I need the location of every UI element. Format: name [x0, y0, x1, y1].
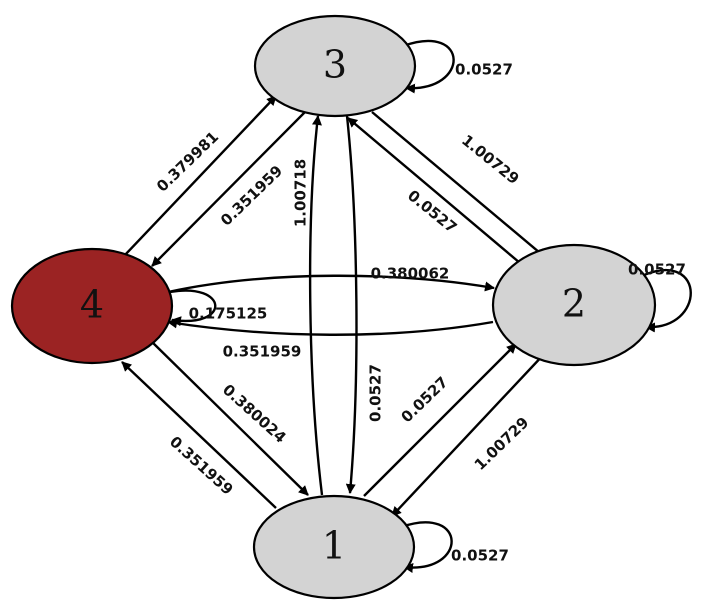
node-1-label: 1 [322, 524, 346, 568]
edge-3-to-3 [402, 39, 455, 94]
edge-label-4-to-2: 0.380062 [371, 265, 450, 283]
node-3-label: 3 [323, 43, 347, 87]
edge-4-to-1 [149, 339, 309, 496]
edge-3-to-1 [345, 115, 358, 494]
edge-1-to-3 [308, 115, 324, 496]
edge-1-to-1 [400, 521, 453, 573]
edge-label-3-to-1: 0.0527 [367, 364, 385, 422]
edge-label-1-to-1: 0.0527 [451, 547, 509, 565]
node-4-label: 4 [80, 283, 104, 327]
edge-3-to-2 [371, 111, 547, 259]
edge-2-to-2 [643, 268, 692, 333]
node-1-shape [252, 494, 416, 600]
edge-label-3-to-2: 1.00729 [458, 131, 522, 188]
node-4-shape [10, 247, 174, 365]
edge-label-3-to-4: 0.351959 [217, 162, 286, 230]
edge-label-1-to-2: 0.0527 [398, 373, 452, 426]
edge-label-1-to-4: 0.351959 [166, 433, 237, 499]
node-2: 2 [491, 243, 657, 367]
node-4: 4 [10, 247, 174, 365]
node-2-label: 2 [562, 282, 586, 326]
edge-label-2-to-2: 0.0527 [628, 261, 686, 279]
edge-2-to-3 [347, 117, 521, 264]
edge-1-to-2 [363, 343, 517, 497]
edges-layer [121, 39, 692, 573]
node-1: 1 [252, 494, 416, 600]
edge-2-to-4 [167, 318, 494, 336]
node-2-shape [491, 243, 657, 367]
edge-label-4-to-1: 0.380024 [219, 381, 290, 447]
edge-label-2-to-3: 0.0527 [404, 186, 460, 236]
node-3: 3 [253, 14, 417, 118]
edge-2-to-1 [391, 351, 547, 517]
edge-4-to-2 [167, 274, 495, 294]
nodes-layer: 3 2 4 1 [10, 14, 657, 600]
edge-4-to-4 [169, 289, 217, 327]
edge-1-to-4 [121, 361, 277, 509]
edge-label-3-to-3: 0.0527 [455, 61, 513, 79]
edge-label-4-to-3: 0.379981 [153, 128, 222, 196]
edge-3-to-4 [151, 110, 307, 267]
edge-label-1-to-3: 1.00718 [292, 159, 310, 227]
edge-label-2-to-4: 0.351959 [223, 343, 302, 361]
edge-4-to-3 [123, 95, 277, 257]
edge-label-4-to-4: 0.175125 [189, 305, 268, 323]
node-3-shape [253, 14, 417, 118]
